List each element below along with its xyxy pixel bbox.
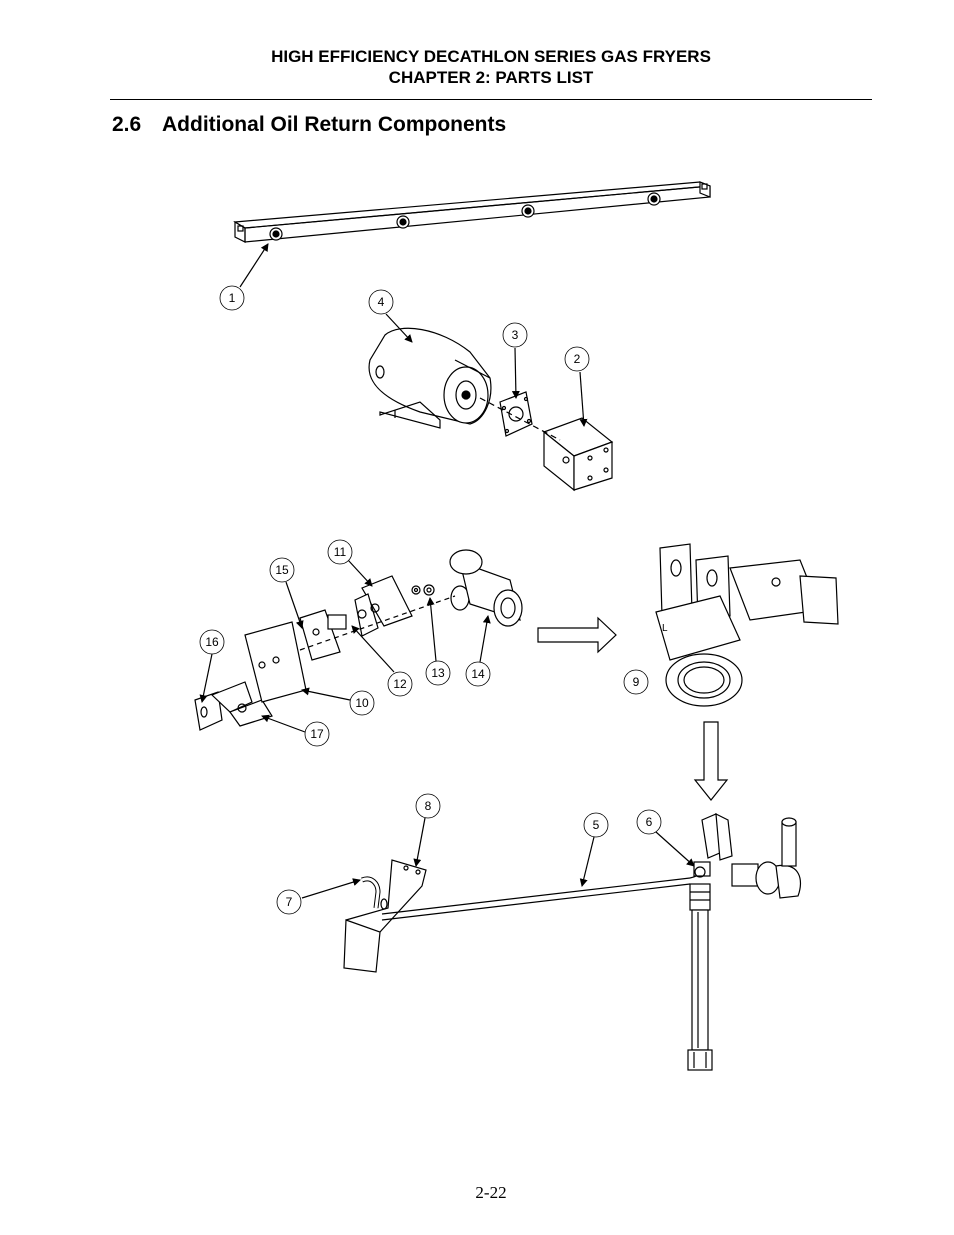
drain-valve-with-bracket: L (655, 543, 839, 707)
page-number: 2-22 (475, 1183, 507, 1202)
document-header-line-1: HIGH EFFICIENCY DECATHLON SERIES GAS FRY… (271, 47, 711, 66)
pump-gasket (499, 391, 533, 437)
callout-16: 16 (205, 635, 219, 649)
callout-10: 10 (355, 696, 369, 710)
oil-return-manifold (233, 181, 711, 243)
header-rule (110, 99, 872, 100)
callout-14: 14 (471, 667, 485, 681)
section-number: 2.6 (112, 113, 142, 136)
callout-2: 2 (574, 352, 581, 366)
pump-body (542, 417, 614, 492)
part-callouts: 1 2 3 4 5 6 7 8 9 10 11 12 (199, 243, 695, 915)
oil-return-tube-assembly (343, 812, 802, 1071)
section-heading: 2.6 Additional Oil Return Components (112, 112, 506, 138)
callout-3: 3 (512, 328, 519, 342)
assembly-down-arrow (693, 721, 729, 801)
callout-17: 17 (310, 727, 324, 741)
section-title: Additional Oil Return Components (162, 113, 507, 136)
callout-13: 13 (431, 666, 445, 680)
callout-9: 9 (633, 675, 640, 689)
callout-12: 12 (393, 677, 407, 691)
callout-15: 15 (275, 563, 289, 577)
document-header-line-2: CHAPTER 2: PARTS LIST (388, 68, 594, 87)
callout-4: 4 (378, 295, 385, 309)
assembly-right-arrow (537, 616, 617, 654)
callout-7: 7 (286, 895, 293, 909)
callout-1: 1 (229, 291, 236, 305)
callout-5: 5 (593, 818, 600, 832)
callout-11: 11 (334, 545, 347, 559)
callout-6: 6 (646, 815, 653, 829)
callout-8: 8 (425, 799, 432, 813)
pump-motor (368, 327, 492, 429)
valve-letter-label: L (662, 623, 668, 634)
valve-bracket-assembly (194, 549, 523, 731)
